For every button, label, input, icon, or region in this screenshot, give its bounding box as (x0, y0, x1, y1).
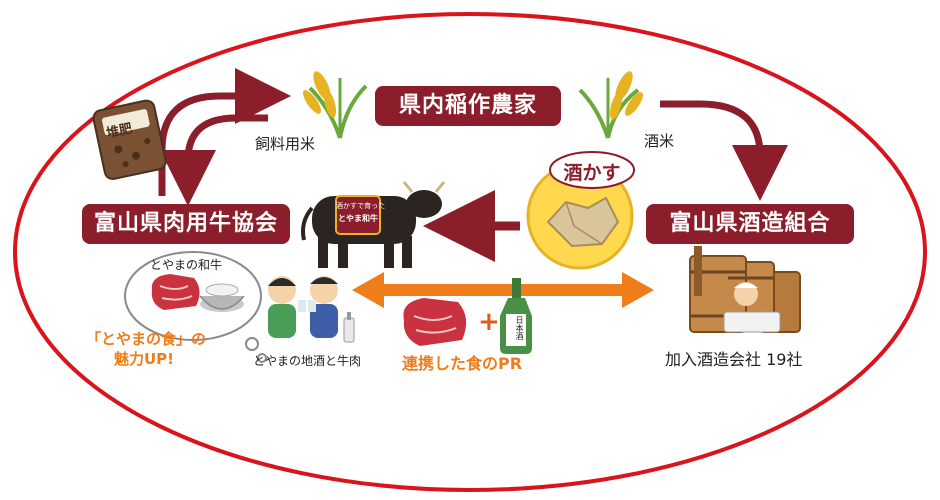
rice-plant-icon (302, 71, 368, 139)
brewery-icon (689, 246, 801, 333)
shabu-pot-icon (199, 283, 245, 312)
label-toyama-food-line2: 魅力UP! (114, 350, 175, 368)
label-sake-rice: 酒米 (644, 132, 675, 150)
arrow-farmers-to-assoc (160, 114, 268, 206)
sake-bottle-label: 日本酒 (515, 316, 524, 340)
label-member-breweries: 加入酒造会社 19社 (665, 350, 803, 369)
sake-lees-label-badge (549, 151, 635, 189)
sake-bottle-icon (500, 278, 532, 354)
outer-ellipse (13, 12, 927, 492)
label-toyama-wagyu: とやまの和牛 (150, 258, 223, 272)
beef-icon (403, 298, 467, 346)
label-toyama-food-line1: 「とやまの食」の (86, 330, 207, 348)
label-feed-rice: 飼料用米 (255, 135, 316, 153)
label-sake-and-beef: とやまの地酒と牛肉 (253, 354, 362, 368)
node-beef-association: 富山県肉用牛協会 (82, 204, 290, 244)
cow-tag-line2: とやま和牛 (338, 214, 378, 223)
rice-plant-icon (578, 71, 644, 139)
sake-lees-icon (546, 196, 620, 248)
compost-bag-icon (92, 99, 167, 180)
people-toasting-icon (268, 276, 338, 338)
cow-icon (301, 181, 446, 268)
cow-tag-line1: 酒かすで育った (336, 202, 386, 210)
arrow-farmers-to-brewers (660, 100, 788, 201)
label-joint-pr: 連携した食のPR (402, 354, 523, 373)
orange-double-arrow (352, 272, 654, 308)
sake-bottle-small-icon (343, 312, 355, 343)
plus-icon: + (478, 307, 500, 337)
node-sake-brewers: 富山県酒造組合 (646, 204, 854, 244)
arrow-assoc-to-farmers (158, 68, 291, 196)
label-sake-lees: 酒かす (563, 162, 621, 184)
node-rice-farmers: 県内稲作農家 (375, 86, 561, 126)
beef-icon (151, 274, 200, 310)
